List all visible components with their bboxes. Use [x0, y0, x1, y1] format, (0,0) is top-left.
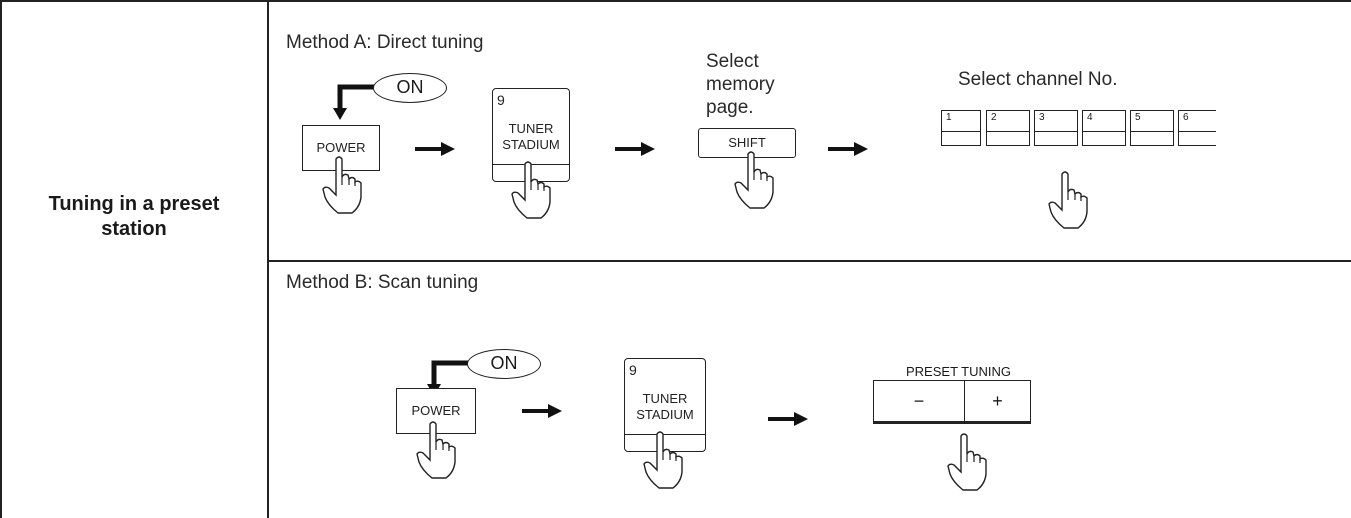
table-left-border [0, 0, 2, 518]
method-b-title: Method B: Scan tuning [286, 272, 479, 293]
hand-pointer-icon [322, 156, 362, 214]
arrow-right-icon [415, 142, 455, 156]
select-memory-line2: memory [706, 74, 775, 95]
channel-key-3[interactable]: 3 [1034, 110, 1078, 146]
channel-key-label: 2 [991, 112, 997, 123]
tuner-label-line1: TUNER [642, 391, 688, 406]
section-label-line1: Tuning in a preset [48, 193, 220, 215]
channel-key-label: 5 [1135, 112, 1141, 123]
power-button-label: POWER [411, 403, 461, 418]
preset-minus-button[interactable]: − [874, 381, 965, 421]
arrow-right-icon [828, 142, 868, 156]
tuner-label-line1: TUNER [508, 121, 554, 136]
hand-pointer-icon [734, 151, 774, 209]
section-label: Tuning in a preset station [0, 192, 268, 242]
select-memory-caption: Select memory page. [706, 50, 775, 119]
on-indicator: ON [467, 349, 541, 379]
on-label: ON [490, 353, 518, 373]
channel-key-4[interactable]: 4 [1082, 110, 1126, 146]
plus-label: + [992, 391, 1003, 411]
method-a-title: Method A: Direct tuning [286, 32, 484, 53]
shift-button-label: SHIFT [728, 135, 766, 150]
channel-key-1[interactable]: 1 [941, 110, 981, 146]
tuner-number: 9 [629, 362, 637, 378]
shift-button[interactable]: SHIFT [698, 128, 796, 158]
preset-tuning-label: PRESET TUNING [906, 364, 1011, 379]
hand-pointer-icon [643, 431, 683, 489]
method-divider [268, 260, 1351, 262]
arrow-right-icon [522, 404, 562, 418]
hand-pointer-icon [1048, 171, 1088, 229]
tuner-number: 9 [497, 92, 505, 108]
section-label-line2: station [101, 218, 167, 240]
select-channel-caption: Select channel No. [958, 69, 1118, 90]
bent-arrow-icon [333, 84, 375, 120]
hand-pointer-icon [511, 161, 551, 219]
minus-label: − [913, 391, 925, 411]
tuner-label-line2: STADIUM [636, 407, 694, 422]
power-button-label: POWER [316, 140, 366, 155]
channel-key-6[interactable]: 6 [1178, 110, 1216, 146]
select-memory-line3: page. [706, 97, 754, 118]
channel-key-label: 3 [1039, 112, 1045, 123]
hand-pointer-icon [947, 433, 987, 491]
on-indicator: ON [373, 73, 447, 103]
label-column-divider [267, 0, 269, 518]
select-memory-line1: Select [706, 51, 759, 72]
table-top-border [0, 0, 1351, 2]
tuner-stadium-button[interactable]: 9 TUNER STADIUM [624, 358, 706, 452]
on-label: ON [396, 77, 424, 97]
channel-key-label: 6 [1183, 112, 1189, 123]
channel-key-label: 1 [946, 112, 952, 123]
tuner-label-line2: STADIUM [502, 137, 560, 152]
channel-key-5[interactable]: 5 [1130, 110, 1174, 146]
arrow-right-icon [615, 142, 655, 156]
preset-plus-button[interactable]: + [965, 381, 1030, 421]
channel-key-label: 4 [1087, 112, 1093, 123]
hand-pointer-icon [416, 421, 456, 479]
preset-tuning-group: − + [873, 380, 1031, 424]
channel-key-2[interactable]: 2 [986, 110, 1030, 146]
arrow-right-icon [768, 412, 808, 426]
